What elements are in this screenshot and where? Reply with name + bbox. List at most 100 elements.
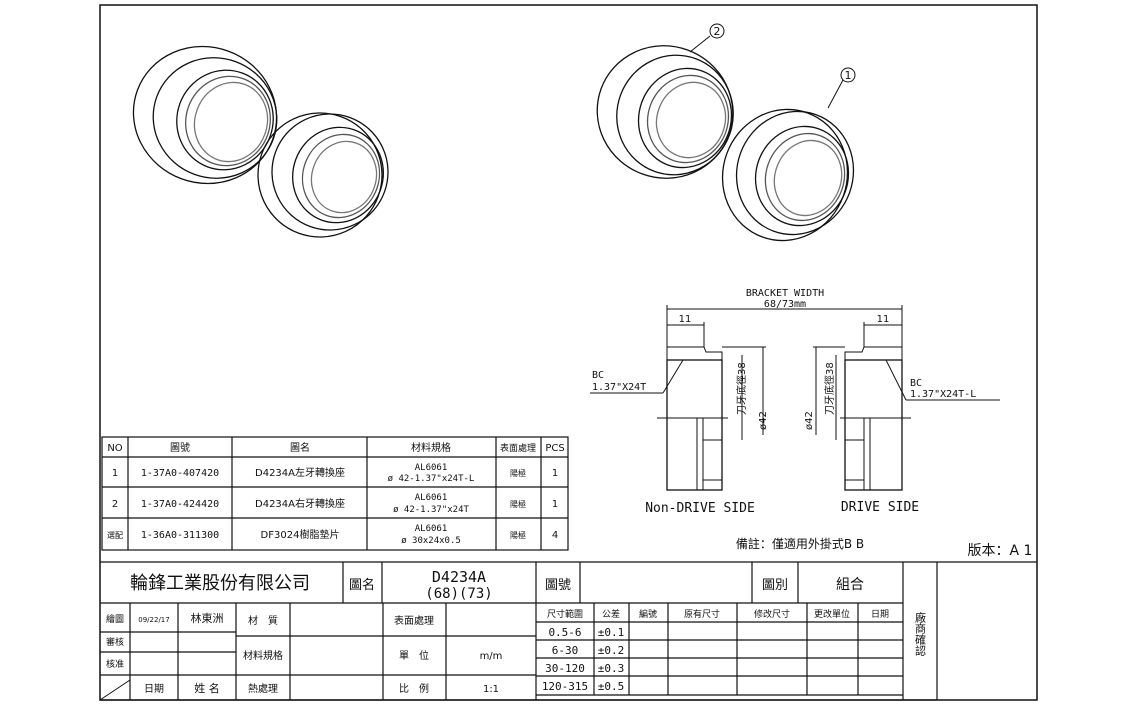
heat-treat-label: 熱處理	[248, 682, 278, 695]
title-block: 輪鋒工業股份有限公司 圖名 D4234A (68)(73) 圖號 圖別 組合 廠…	[99, 561, 1037, 701]
col-material: 材料規格	[411, 441, 451, 454]
date-label: 日期	[144, 683, 164, 695]
cell-name: DF3024樹脂墊片	[261, 528, 340, 541]
balloon-part2: 2	[689, 23, 725, 53]
tolerance-value: ±0.2	[598, 644, 625, 657]
bc-label: BC	[910, 378, 922, 389]
col-pcs: PCS	[545, 443, 564, 454]
ring-iso-left-b	[257, 112, 389, 238]
ring-iso-left-a	[132, 45, 278, 185]
material-spec-label: 材料規格	[243, 649, 283, 662]
material-label: 材 質	[248, 614, 278, 627]
col-name: 圖名	[290, 441, 310, 454]
cell-pcs: 4	[552, 530, 558, 541]
dim-right-11: 11	[877, 314, 890, 325]
cell-drawing-no: 1-36A0-311300	[141, 530, 219, 541]
drawing-border	[99, 4, 1038, 701]
col-original-size: 原有尺寸	[684, 608, 720, 620]
cell-material: AL6061	[415, 493, 448, 503]
cell-no: 2	[112, 499, 118, 510]
bracket-width-label: BRACKET WIDTH	[746, 288, 824, 299]
parts-table: NO 圖號 圖名 材料規格 表面處理 PCS 1 1-37A0-407420 D…	[101, 436, 569, 551]
drafted-label: 繪圖	[106, 613, 124, 625]
tolerance-range: 6-30	[552, 644, 579, 657]
surface-label: 表面處理	[394, 614, 434, 627]
cell-no: 選配	[107, 530, 123, 540]
table-row: 選配 1-36A0-311300 DF3024樹脂墊片 AL6061 ø 30x…	[107, 524, 558, 546]
table-row: 1 1-37A0-407420 D4234A左牙轉換座 AL6061 ø 42-…	[112, 463, 558, 484]
drawing-name-value: D4234A	[432, 568, 486, 586]
version-label: 版本：A 1	[968, 543, 1033, 559]
unit-value: m/m	[480, 651, 503, 662]
drawing-name-label: 圖名	[349, 577, 375, 593]
table-row: 2 1-37A0-424420 D4234A右牙轉換座 AL6061 ø 42-…	[112, 493, 558, 515]
drawing-no-label: 圖號	[545, 578, 571, 593]
cell-spec: ø 42-1.37"x24T	[393, 505, 469, 515]
tolerance-range: 0.5-6	[548, 626, 581, 639]
bracket-width-value: 68/73mm	[764, 299, 806, 310]
cell-material: AL6061	[415, 463, 448, 473]
balloon-number: 2	[714, 25, 721, 38]
tolerance-value: ±0.1	[598, 626, 625, 639]
bc-label: BC	[592, 370, 604, 381]
approved-label: 核准	[106, 658, 124, 670]
col-no: NO	[107, 443, 122, 454]
company-name: 輪鋒工業股份有限公司	[130, 573, 310, 594]
thread-root-dia-right: 刀牙底徑38	[823, 362, 836, 415]
cell-surface: 陽極	[510, 530, 526, 540]
tolerance-range: 120-315	[542, 680, 588, 693]
section-non-drive: 刀牙底徑38 ø42 BC 1.37"X24T Non-DRIVE SIDE	[590, 346, 769, 516]
tolerance-header: 尺寸範圍 公差 編號 原有尺寸 修改尺寸 更改單位 日期	[547, 608, 889, 620]
vendor-confirm-label: 廠商確認	[914, 611, 927, 656]
unit-label: 單 位	[399, 649, 429, 662]
col-change-unit: 更改單位	[814, 608, 850, 620]
scale-value: 1:1	[483, 684, 499, 695]
name-label: 姓 名	[194, 681, 220, 695]
drafted-name: 林東洲	[191, 611, 224, 625]
col-number: 編號	[639, 608, 657, 620]
drive-side-label: DRIVE SIDE	[841, 500, 919, 515]
cell-pcs: 1	[552, 468, 558, 479]
col-modified-size: 修改尺寸	[754, 608, 790, 620]
section-drive: ø42 刀牙底徑38 BC 1.37"X24T-L DRIVE SIDE	[804, 346, 1000, 515]
section-view: BRACKET WIDTH 68/73mm 11 11 刀牙底徑38 ø42 B…	[590, 288, 1032, 559]
cell-surface: 陽極	[510, 468, 526, 478]
balloon-part1: 1	[827, 67, 856, 109]
cell-no: 1	[112, 468, 118, 479]
dim-left-11: 11	[679, 314, 692, 325]
ring-iso-part2	[596, 45, 734, 179]
ring-iso-part1	[721, 108, 855, 242]
cell-drawing-no: 1-37A0-424420	[141, 499, 219, 510]
cell-surface: 陽極	[510, 499, 526, 509]
non-drive-side-label: Non-DRIVE SIDE	[645, 501, 755, 516]
tolerance-value: ±0.3	[598, 662, 625, 675]
dia-42-left: ø42	[758, 411, 769, 430]
cell-spec: ø 30x24x0.5	[401, 536, 461, 546]
drafted-date: 09/22/17	[138, 616, 169, 624]
balloon-number: 1	[845, 69, 852, 82]
thread-spec-right: 1.37"X24T-L	[910, 389, 976, 400]
col-tolerance: 公差	[602, 608, 620, 620]
col-date: 日期	[871, 609, 889, 620]
category-value: 組合	[836, 577, 864, 593]
scale-label: 比 例	[399, 682, 429, 695]
tolerance-value: ±0.5	[598, 680, 625, 693]
drawing-name-sizes: (68)(73)	[425, 586, 492, 602]
cell-pcs: 1	[552, 499, 558, 510]
reviewed-label: 審核	[106, 636, 124, 648]
cell-drawing-no: 1-37A0-407420	[141, 468, 219, 479]
thread-spec-left: 1.37"X24T	[592, 382, 646, 393]
col-size-range: 尺寸範圍	[547, 608, 583, 620]
tolerance-range: 30-120	[545, 662, 585, 675]
dia-42-right: ø42	[804, 411, 815, 430]
cell-name: D4234A左牙轉換座	[255, 466, 345, 479]
cell-name: D4234A右牙轉換座	[255, 497, 345, 510]
remark-note: 備註：僅適用外掛式B B	[736, 536, 864, 551]
category-label: 圖別	[762, 578, 788, 593]
col-drawing-no: 圖號	[170, 441, 190, 454]
col-surface: 表面處理	[500, 442, 536, 454]
parts-table-header: NO 圖號 圖名 材料規格 表面處理 PCS	[107, 441, 564, 454]
cell-spec: ø 42-1.37"x24T-L	[388, 474, 475, 484]
thread-root-dia-left: 刀牙底徑38	[735, 362, 748, 415]
